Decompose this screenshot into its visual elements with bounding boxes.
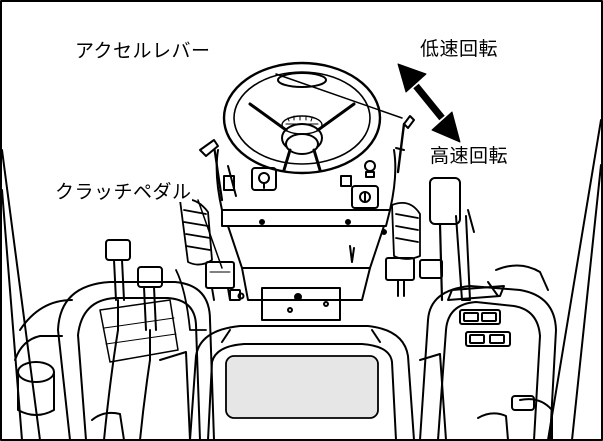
floor-details [91,411,509,441]
operator-seat [159,325,447,441]
left-fender [14,281,215,441]
leader-lines [197,73,403,269]
right-tire-tread [391,202,421,260]
brake-pedals [99,239,179,441]
high-speed-label: 高速回転 [430,145,509,167]
accel-lever-label: アクセルレバー [75,40,211,62]
low-speed-label: 低速回転 [420,38,499,60]
speed-direction-arrow [397,63,461,143]
steering-wheel [222,61,382,175]
center-floor [261,287,341,321]
left-side-levers [199,139,237,202]
clutch-pedal-label: クラッチペダル [55,181,192,203]
dash-housing [215,149,397,301]
clutch-pedal [205,261,245,301]
leader-clutch-pedal [197,199,223,269]
right-fender-console [419,264,557,441]
leader-accel-lever [275,73,403,119]
right-side-controls [385,177,475,302]
accelerator-lever [395,115,415,174]
